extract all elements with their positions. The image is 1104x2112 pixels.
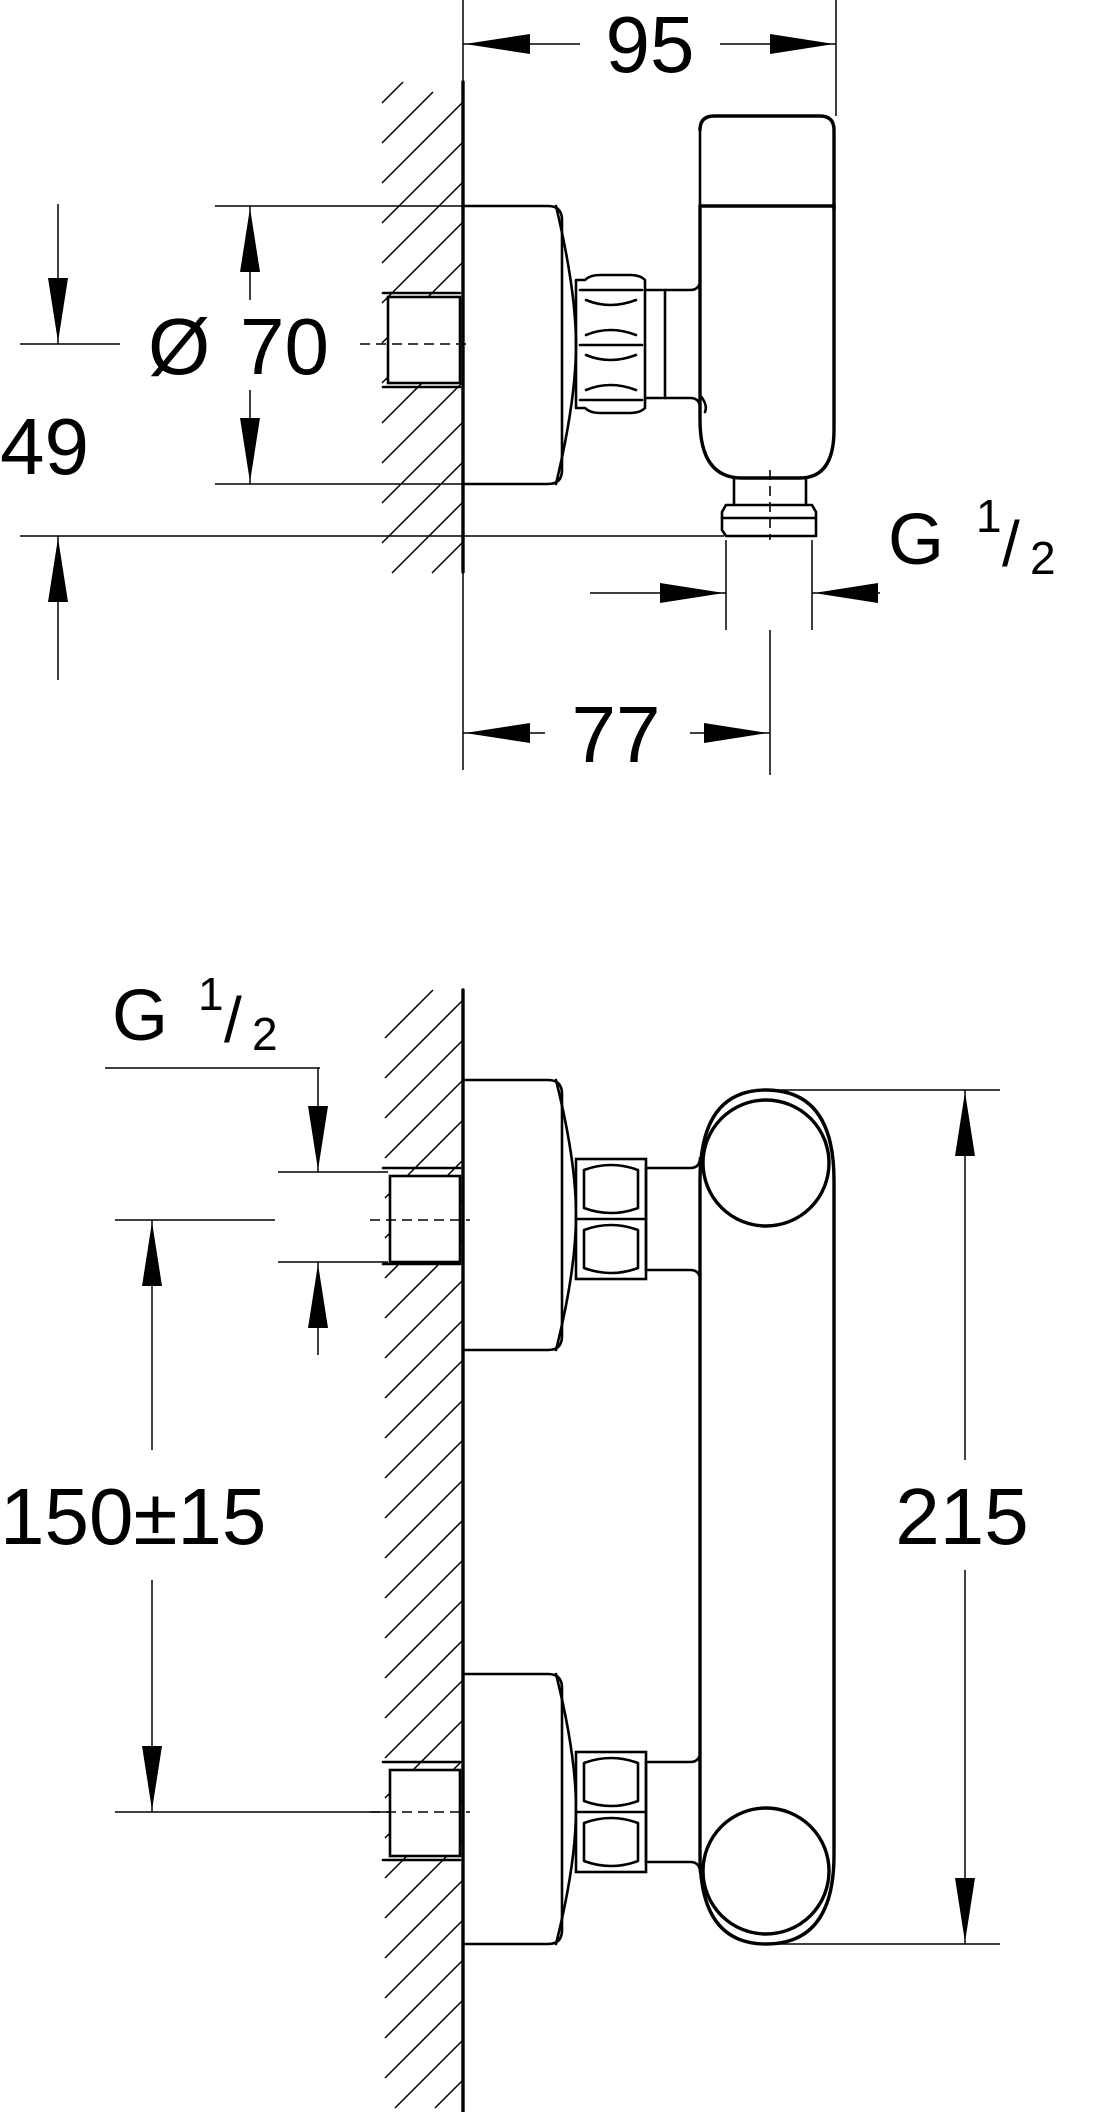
dim-diameter-value: 70 [240,302,329,391]
dim-95-label: 95 [606,0,695,89]
dim-215-label: 215 [895,1472,1028,1561]
front-lower-escutcheon [461,1672,578,1946]
front-thread-dim: G 1 / 2 [105,968,388,1355]
side-thread-denominator: 2 [1030,532,1056,584]
side-outlet-fitting [720,470,818,540]
front-wall [384,988,465,2112]
dim-77-label: 77 [572,690,661,779]
front-lower-connector [370,1760,470,1862]
side-wall-connector [360,291,470,389]
dim-150: 150±15 [0,1219,390,1813]
dim-diameter-70: Ø 70 [148,205,465,485]
front-lower-nut [574,1750,702,1874]
dim-150-label: 150±15 [0,1472,266,1561]
side-view: 95 77 Ø 70 [0,0,1056,779]
front-upper-escutcheon [461,1078,578,1352]
side-thread-slash: / [1002,508,1020,580]
front-upper-connector [370,1166,470,1266]
dim-49: 49 [0,204,724,680]
side-neck [643,273,702,410]
side-escutcheon [461,204,578,486]
front-thread-letter: G [112,976,168,1056]
side-thread-numerator: 1 [976,490,1002,542]
side-mixer-body [698,114,836,507]
dim-215: 215 [768,1089,1029,1945]
side-thread-letter: G [888,500,944,580]
side-hex-nut [574,273,647,415]
dim-77: 77 [462,572,770,779]
side-thread-dim: G 1 / 2 [590,490,1056,630]
dim-diameter-symbol: Ø [148,302,210,391]
front-thread-numerator: 1 [198,968,224,1020]
front-view: 215 150±15 G 1 / 2 [0,968,1029,2112]
front-thread-slash: / [224,984,242,1056]
dim-49-label: 49 [0,402,89,491]
front-mixer-body [698,1088,836,1946]
dim-95: 95 [462,0,837,116]
front-thread-denominator: 2 [252,1008,278,1060]
front-upper-nut [574,1156,702,1282]
